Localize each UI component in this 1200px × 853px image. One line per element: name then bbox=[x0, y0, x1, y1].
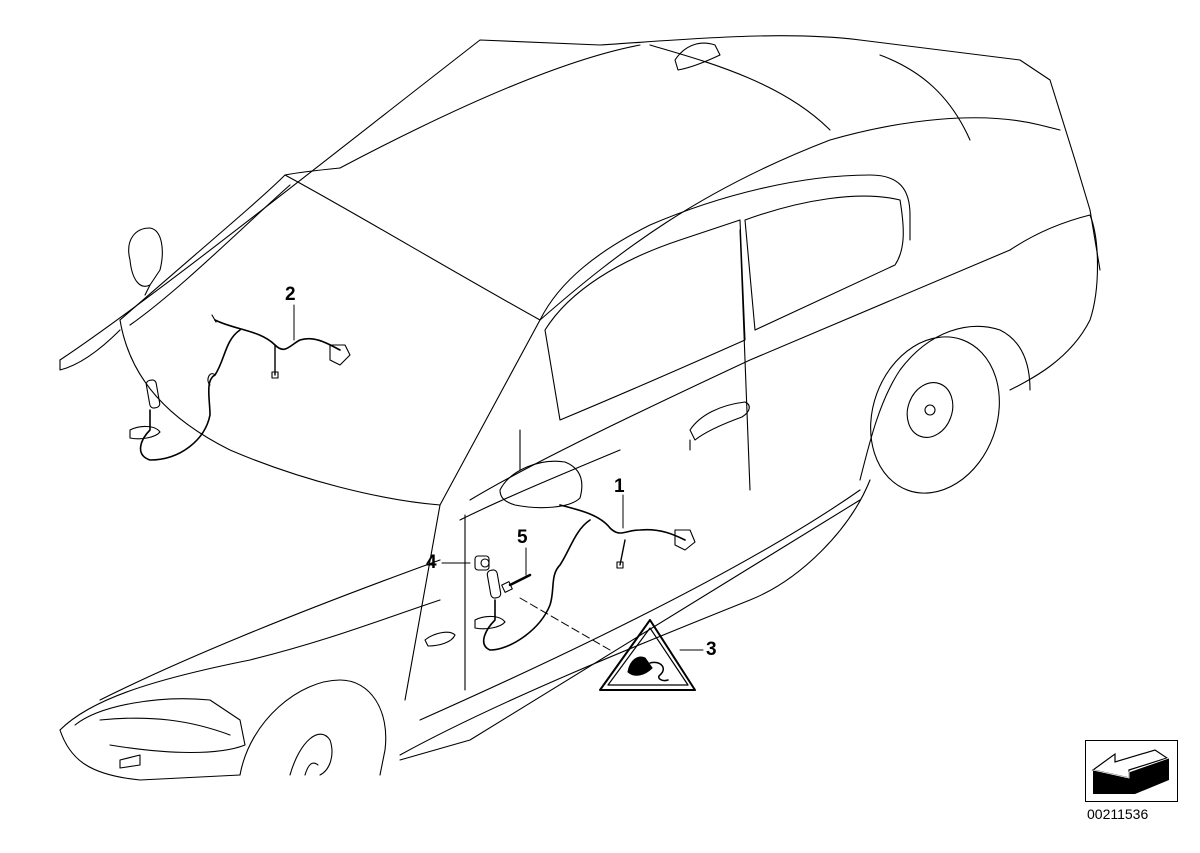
navigation-arrow-icon bbox=[1085, 740, 1178, 802]
diagram-number: 00211536 bbox=[1087, 806, 1149, 822]
callout-label-1: 1 bbox=[614, 476, 625, 497]
callout-label-4: 4 bbox=[426, 552, 437, 573]
callout-label-5: 5 bbox=[517, 527, 528, 548]
warning-triangle-plug-icon bbox=[599, 619, 696, 691]
callout-label-3: 3 bbox=[706, 639, 717, 660]
callout-label-2: 2 bbox=[285, 284, 296, 305]
